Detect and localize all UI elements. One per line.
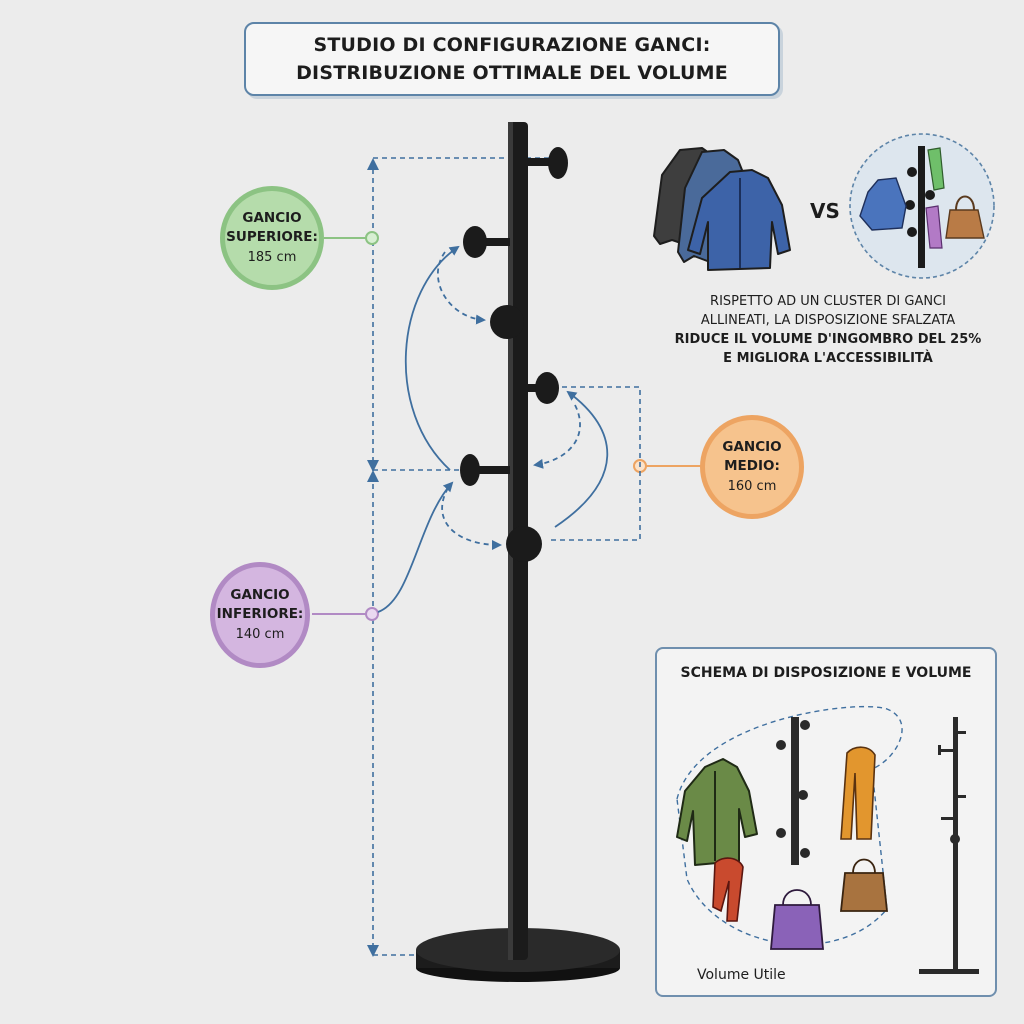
handbag-brown-icon xyxy=(840,858,888,912)
hook-top-right xyxy=(526,147,568,179)
gancio-superiore-badge: GANCIO SUPERIORE: 185 cm xyxy=(220,186,324,290)
jacket-icon xyxy=(676,758,758,866)
desc-line-3: RIDUCE IL VOLUME D'INGOMBRO DEL 25% xyxy=(674,332,982,347)
schema-title: SCHEMA DI DISPOSIZIONE E VOLUME xyxy=(680,665,972,681)
vs-label: VS xyxy=(810,199,840,223)
inferiore-name-2: INFERIORE: xyxy=(216,606,304,622)
desc-line-4: E MIGLIORA L'ACCESSIBILITÀ xyxy=(723,351,933,366)
gancio-medio-badge: GANCIO MEDIO: 160 cm xyxy=(700,415,804,519)
rack-small-icon xyxy=(776,717,810,865)
medio-bracket xyxy=(548,386,641,541)
medio-name-2: MEDIO: xyxy=(724,458,780,474)
movement-arrows xyxy=(377,245,609,613)
hook-lower-front xyxy=(506,526,542,562)
superiore-height: 185 cm xyxy=(247,250,297,265)
hook-mid-left xyxy=(460,454,510,486)
superiore-name-2: SUPERIORE: xyxy=(226,229,318,245)
superiore-marker xyxy=(365,231,379,245)
schema-panel: SCHEMA DI DISPOSIZIONE E VOLUME xyxy=(655,647,997,997)
title-line-2: DISTRIBUZIONE OTTIMALE DEL VOLUME xyxy=(296,62,728,84)
hook-upper-left xyxy=(463,226,510,258)
title-box: STUDIO DI CONFIGURAZIONE GANCI: DISTRIBU… xyxy=(244,22,780,96)
staggered-rack-icon xyxy=(849,133,995,279)
scarf-red-icon xyxy=(712,857,744,922)
gancio-inferiore-badge: GANCIO INFERIORE: 140 cm xyxy=(210,562,310,668)
desc-line-2: ALLINEATI, LA DISPOSIZIONE SFALZATA xyxy=(700,313,956,328)
superiore-name-1: GANCIO xyxy=(242,210,302,226)
volume-utile-label: Volume Utile xyxy=(697,967,786,983)
hook-mid-right xyxy=(526,372,559,404)
coat-rack xyxy=(416,122,620,982)
scarf-icon xyxy=(840,746,876,840)
schema-illustration xyxy=(676,705,979,974)
inferiore-name-1: GANCIO xyxy=(230,587,290,603)
inferiore-marker xyxy=(365,607,379,621)
coat-rack-icon xyxy=(919,717,979,974)
hook-upper-front xyxy=(490,305,524,339)
inferiore-height: 140 cm xyxy=(235,627,285,642)
handbag-purple-icon xyxy=(770,889,824,950)
medio-name-1: GANCIO xyxy=(722,439,782,455)
volume-outline xyxy=(676,705,903,946)
desc-line-1: RISPETTO AD UN CLUSTER DI GANCI xyxy=(710,294,946,309)
dimension-arrowheads xyxy=(367,158,379,957)
title-line-1: STUDIO DI CONFIGURAZIONE GANCI: xyxy=(313,34,711,56)
height-dimension-line xyxy=(372,157,552,956)
jackets-cluster-icon xyxy=(653,147,791,271)
medio-height: 160 cm xyxy=(727,479,777,494)
comparison-description: RISPETTO AD UN CLUSTER DI GANCI ALLINEAT… xyxy=(640,292,1016,368)
